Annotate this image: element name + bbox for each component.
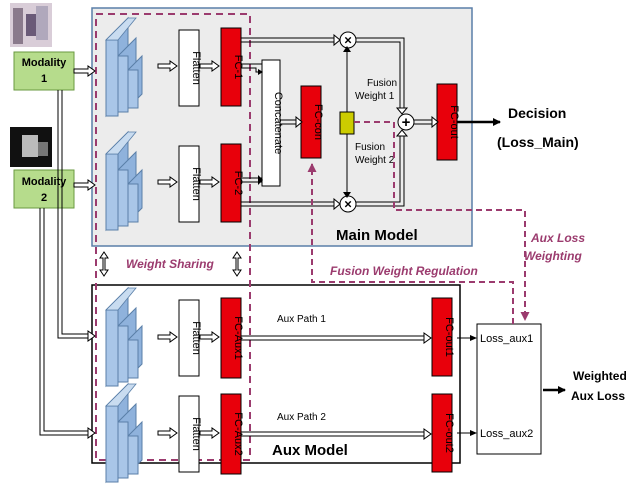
modality-2-label: Modality bbox=[22, 176, 67, 188]
fc-aux2-box: FC-Aux2 bbox=[220, 393, 244, 475]
fc-out2-label: FC-out2 bbox=[443, 413, 455, 453]
fc-out-box: FC-out bbox=[436, 83, 460, 161]
weight-sharing-arrows bbox=[99, 251, 242, 277]
modality-1-image bbox=[10, 3, 52, 47]
modality-1-box: Modality 1 bbox=[13, 51, 75, 91]
aux-loss-box: Loss_aux1 Loss_aux2 bbox=[476, 323, 542, 455]
fc-aux1-label: FC-Aux1 bbox=[232, 316, 244, 359]
fc-2-label: FC-2 bbox=[232, 171, 244, 195]
flatten-box-4: Flatten bbox=[178, 395, 202, 473]
weighted-aux-loss-line1: Weighted bbox=[573, 369, 627, 383]
concatenate-box: Concatenate bbox=[261, 59, 284, 187]
multiply-symbol-top: × bbox=[344, 33, 352, 48]
fc-out-label: FC-out bbox=[448, 105, 460, 139]
aux-loss-weighting-arrow bbox=[354, 121, 530, 321]
flatten-label-3: Flatten bbox=[190, 321, 202, 355]
modality-input-arrows bbox=[39, 65, 96, 439]
add-symbol: + bbox=[402, 114, 411, 131]
fc-aux1-box: FC-Aux1 bbox=[220, 297, 244, 379]
fc-1-label: FC-1 bbox=[232, 55, 244, 79]
cnn-to-flatten-arrows bbox=[157, 60, 220, 439]
fusion-weight-regulation-label: Fusion Weight Regulation bbox=[330, 264, 478, 278]
fusion-weight-1-line2: Weight 1 bbox=[355, 91, 395, 102]
flatten-label-4: Flatten bbox=[190, 417, 202, 451]
fc-out2-box: FC-out2 bbox=[431, 393, 455, 473]
fc-out1-label: FC-out1 bbox=[443, 317, 455, 357]
aux-path-2-label: Aux Path 2 bbox=[277, 412, 326, 423]
decision-loss-label: (Loss_Main) bbox=[497, 134, 579, 150]
fusion-weight-1-line1: Fusion bbox=[367, 78, 397, 89]
aux-path-1-label: Aux Path 1 bbox=[277, 314, 326, 325]
multiply-symbol-bottom: × bbox=[344, 197, 352, 212]
aux-loss-weighting-line1: Aux Loss bbox=[530, 231, 585, 245]
fusion-weight-2-line2: Weight 2 bbox=[355, 155, 395, 166]
add-operator: + bbox=[397, 113, 415, 131]
flatten-box-1: Flatten bbox=[178, 29, 202, 107]
fc-2-box: FC-2 bbox=[220, 143, 244, 223]
fc-aux2-label: FC-Aux2 bbox=[232, 412, 244, 455]
flatten-box-3: Flatten bbox=[178, 299, 202, 377]
aux-loss-weighting-line2: Weighting bbox=[524, 249, 582, 263]
modality-2-box: Modality 2 bbox=[13, 169, 75, 209]
multiply-operator-top: × bbox=[339, 31, 357, 49]
fusion-weight-2-line1: Fusion bbox=[355, 142, 385, 153]
aux-model-label: Aux Model bbox=[272, 442, 348, 459]
fc-con-label: FC-con bbox=[312, 104, 324, 140]
loss-aux1-label: Loss_aux1 bbox=[480, 333, 533, 345]
concatenate-label: Concatenate bbox=[272, 92, 284, 154]
fusion-weight-regulation-arrow bbox=[307, 163, 514, 324]
main-path-connectors bbox=[241, 37, 474, 437]
modality-1-label: Modality bbox=[22, 57, 67, 69]
main-path-arrowheads bbox=[295, 33, 439, 440]
modality-1-number: 1 bbox=[41, 73, 47, 85]
fusion-weight-block bbox=[339, 111, 355, 135]
aux-model-box bbox=[91, 284, 461, 464]
modality-2-number: 2 bbox=[41, 192, 47, 204]
decision-label: Decision bbox=[508, 105, 566, 121]
multiply-operator-bottom: × bbox=[339, 195, 357, 213]
flatten-label-2: Flatten bbox=[190, 167, 202, 201]
flatten-box-2: Flatten bbox=[178, 145, 202, 223]
flatten-label-1: Flatten bbox=[190, 51, 202, 85]
fc-1-box: FC-1 bbox=[220, 27, 244, 107]
main-model-label: Main Model bbox=[336, 227, 418, 244]
modality-2-image bbox=[10, 127, 52, 167]
weighted-aux-loss-line2: Aux Loss bbox=[571, 389, 625, 403]
weight-sharing-box bbox=[95, 13, 251, 461]
fc-out1-box: FC-out1 bbox=[431, 297, 455, 377]
fc-con-box: FC-con bbox=[300, 85, 324, 159]
weight-sharing-label: Weight Sharing bbox=[126, 257, 214, 271]
solid-arrowheads bbox=[258, 46, 477, 436]
loss-aux2-label: Loss_aux2 bbox=[480, 428, 533, 440]
